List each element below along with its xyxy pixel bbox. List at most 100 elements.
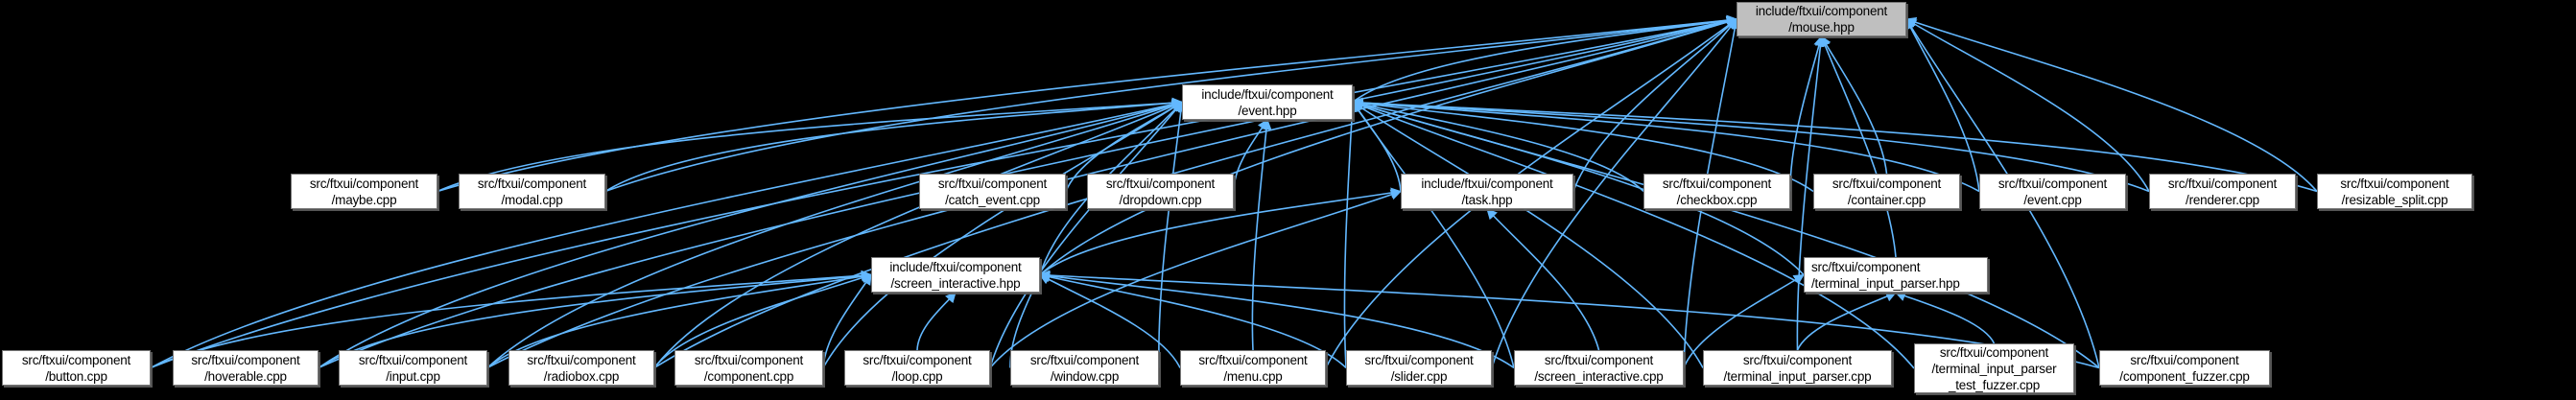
node-label-line2: /mouse.hpp [1788,20,1855,35]
node-label-line2: /radiobox.cpp [543,368,620,384]
graph-edge [1158,101,1187,368]
graph-edge [1796,291,1898,351]
graph-node-event-hpp[interactable]: include/ftxui/component/event.hpp [1182,84,1353,120]
graph-node-maybe-cpp[interactable]: src/ftxui/component/maybe.cpp [291,174,437,209]
graph-node-checkbox-cpp[interactable]: src/ftxui/component/checkbox.cpp [1643,174,1790,209]
graph-node-input-cpp[interactable]: src/ftxui/component/input.cpp [339,350,487,386]
graph-edge [318,270,873,369]
graph-node-window-cpp[interactable]: src/ftxui/component/window.cpp [1010,350,1159,386]
graph-edge [1351,97,2150,193]
graph-edge [1905,17,1980,192]
graph-edge [1905,18,2150,192]
node-label-line1: src/ftxui/component [477,176,587,191]
graph-edge [1351,100,2100,369]
graph-edge [1486,208,1600,351]
graph-node-screen-interactive-cpp[interactable]: src/ftxui/component/screen_interactive.c… [1514,350,1684,386]
graph-edge [1352,101,1402,192]
graph-edge [1038,271,1515,369]
graph-node-terminal-input-parser-test-fuzzer-cpp[interactable]: src/ftxui/component/terminal_input_parse… [1914,343,2074,393]
node-label-line2: /resizable_split.cpp [2341,192,2448,207]
node-label-line1: src/ftxui/component [2130,352,2239,367]
node-label-line1: src/ftxui/component [527,352,636,367]
node-label-line1: src/ftxui/component [358,352,468,367]
node-label-line1: src/ftxui/component [694,352,804,367]
graph-edge [1351,97,2318,193]
graph-node-task-hpp[interactable]: include/ftxui/component/task.hpp [1401,174,1573,209]
graph-edge [1796,35,1827,351]
graph-edge [1039,273,1181,368]
node-label-line2: /screen_interactive.hpp [890,275,1021,291]
graph-edge [653,272,873,368]
graph-edge [486,100,1184,369]
node-label-line2: /component.cpp [703,368,794,384]
graph-edge [1894,291,1996,344]
graph-edge [1351,97,1980,193]
node-label-line1: src/ftxui/component [1544,352,1654,367]
node-label-line2: /terminal_input_parser [1931,361,2057,376]
node-label-line1: src/ftxui/component [2167,176,2278,191]
graph-node-dropdown-cpp[interactable]: src/ftxui/component/dropdown.cpp [1087,174,1234,209]
node-label-line1: src/ftxui/component [2340,176,2449,191]
node-label-line2: /renderer.cpp [2186,192,2259,207]
graph-node-component-fuzzer-cpp[interactable]: src/ftxui/component/component_fuzzer.cpp [2099,350,2270,386]
graph-edge [822,101,1183,368]
graph-edge [1039,187,1403,276]
graph-edge [1351,101,1915,369]
node-label-line1: include/ftxui/component [1201,86,1334,102]
node-label-line2: /catch_event.cpp [945,192,1040,207]
node-label-line1: src/ftxui/component [1662,176,1772,191]
graph-edge [1251,118,1272,351]
graph-edge [1819,35,1897,258]
graph-edge [1351,98,1814,193]
graph-node-slider-cpp[interactable]: src/ftxui/component/slider.cpp [1346,350,1492,386]
graph-node-hoverable-cpp[interactable]: src/ftxui/component/hoverable.cpp [173,350,319,386]
graph-edge [1351,99,1644,193]
node-label-line1: src/ftxui/component [1364,352,1474,367]
graph-edge [1352,14,1738,104]
graph-edge [1904,16,2318,193]
graph-edge [822,273,872,368]
graph-edge [437,14,1738,193]
graph-edge [1820,35,1888,175]
graph-node-mouse-hpp[interactable]: include/ftxui/component/mouse.hpp [1737,2,1906,36]
graph-edge [486,16,1738,369]
graph-node-event-cpp[interactable]: src/ftxui/component/event.cpp [1979,174,2126,209]
graph-node-container-cpp[interactable]: src/ftxui/component/container.cpp [1813,174,1960,209]
node-label-line1: src/ftxui/component [1198,352,1308,367]
graph-node-modal-cpp[interactable]: src/ftxui/component/modal.cpp [459,174,605,209]
graph-edge [486,271,873,369]
graph-node-menu-cpp[interactable]: src/ftxui/component/menu.cpp [1180,350,1326,386]
graph-edge [1352,101,1515,368]
graph-edge [916,292,957,351]
graph-edge [150,99,1184,369]
graph-node-button-cpp[interactable]: src/ftxui/component/button.cpp [2,350,151,386]
graph-edge [989,101,1183,368]
node-label-line1: src/ftxui/component [937,176,1048,191]
node-label-line2: /loop.cpp [891,368,943,384]
graph-edge [437,97,1184,193]
node-label-line1: src/ftxui/component [1105,176,1216,191]
graph-node-terminal-input-parser-cpp[interactable]: src/ftxui/component/terminal_input_parse… [1703,350,1892,386]
graph-node-resizable-split-cpp[interactable]: src/ftxui/component/resizable_split.cpp [2317,174,2472,209]
graph-node-terminal-input-parser-hpp[interactable]: src/ftxui/component/terminal_input_parse… [1804,257,1988,293]
node-label-line2: /terminal_input_parser.hpp [1811,275,1960,291]
node-label-line1: src/ftxui/component [309,176,419,191]
node-label-line2: /checkbox.cpp [1676,192,1758,207]
graph-edge [1572,18,1737,192]
node-label-line2: /input.cpp [386,368,440,384]
graph-node-radiobox-cpp[interactable]: src/ftxui/component/radiobox.cpp [508,350,654,386]
node-label-line1: src/ftxui/component [1029,352,1140,367]
graph-edge [1343,101,1359,368]
graph-node-component-cpp[interactable]: src/ftxui/component/component.cpp [674,350,823,386]
graph-node-renderer-cpp[interactable]: src/ftxui/component/renderer.cpp [2149,174,2296,209]
graph-edge [989,189,1403,369]
node-label-line2: /dropdown.cpp [1119,192,1202,207]
graph-edge [150,15,1738,369]
node-label-line2: /event.cpp [2023,192,2082,207]
graph-node-catch-event-cpp[interactable]: src/ftxui/component/catch_event.cpp [919,174,1066,209]
node-label-line2: /screen_interactive.cpp [1534,368,1664,384]
node-label-line2: /menu.cpp [1223,368,1283,384]
graph-node-loop-cpp[interactable]: src/ftxui/component/loop.cpp [844,350,990,386]
graph-node-screen-interactive-hpp[interactable]: include/ftxui/component/screen_interacti… [871,257,1040,293]
